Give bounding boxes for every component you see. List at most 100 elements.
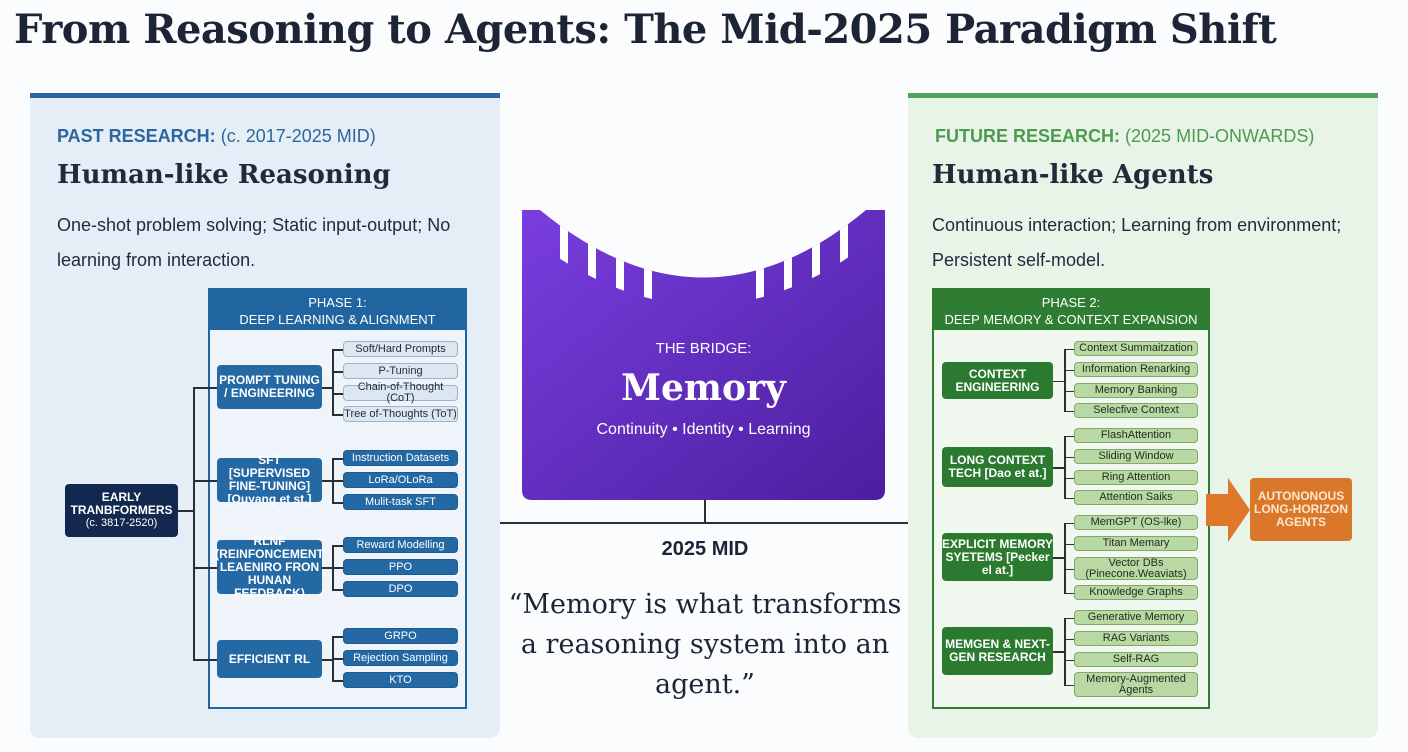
connector-line <box>1064 456 1074 458</box>
bridge-icon <box>522 210 885 500</box>
phase-2-header: PHASE 2: DEEP MEMORY & CONTEXT EXPANSION <box>934 290 1208 330</box>
connector-line <box>1053 651 1064 653</box>
connector-line <box>332 680 343 682</box>
leaf-item: Selecfive Context <box>1074 403 1198 418</box>
connector-line <box>1064 617 1066 685</box>
connector-line <box>322 480 332 482</box>
past-era-heading: PAST RESEARCH: (c. 2017-2025 MID) <box>57 126 376 147</box>
leaf-item: KTO <box>343 672 458 688</box>
connector-line <box>1064 592 1074 594</box>
phase-1-label: PHASE 1: <box>308 295 367 310</box>
connector-line <box>332 545 343 547</box>
connector-line <box>1064 435 1074 437</box>
connector-line <box>193 567 217 569</box>
category-node: PROMPT TUNING / ENGINEERING <box>217 365 322 409</box>
connector-line <box>332 589 343 591</box>
memory-quote: “Memory is what transforms a reasoning s… <box>508 589 902 700</box>
connector-line <box>178 510 193 512</box>
leaf-item: GRPO <box>343 628 458 644</box>
connector-line <box>322 659 332 661</box>
leaf-item: Tree of-Thoughts (ToT) <box>343 406 458 422</box>
connector-line <box>1064 410 1074 412</box>
leaf-item: DPO <box>343 581 458 597</box>
leaf-item: Soft/Hard Prompts <box>343 341 458 357</box>
timeline-label: 2025 MID <box>661 538 749 560</box>
connector-line <box>1064 477 1074 479</box>
timeline-line <box>500 522 908 524</box>
connector-line <box>1053 380 1064 382</box>
past-title: Human-like Reasoning <box>57 160 391 190</box>
future-description: Continuous interaction; Learning from en… <box>932 215 1342 270</box>
connector-line <box>332 658 343 660</box>
category-node: SFT [SUPERVISED FINE-TUNING] [Ouyang et … <box>217 454 322 506</box>
category-node: EFFICIENT RL <box>217 640 322 678</box>
phase-1-header: PHASE 1: DEEP LEARNING & ALIGNMENT <box>210 290 465 330</box>
leaf-item: Self-RAG <box>1074 652 1198 667</box>
leaf-item: Generative Memory <box>1074 610 1198 625</box>
early-transformers-dates: (c. 3817-2520) <box>85 517 158 529</box>
leaf-item: Reward Modelling <box>343 537 458 553</box>
leaf-item: Memory-Augmented Agents <box>1074 672 1198 697</box>
connector-line <box>1064 659 1074 661</box>
connector-line <box>322 387 332 389</box>
connector-line <box>322 567 332 569</box>
connector-line <box>332 458 343 460</box>
connector-line <box>332 502 343 504</box>
category-node: CONTEXT ENGINEERING <box>942 362 1053 399</box>
category-node: MEMGEN & NEXT-GEN RESEARCH <box>942 627 1053 675</box>
connector-line <box>1053 467 1064 469</box>
connector-line <box>1064 638 1074 640</box>
phase-2-title: DEEP MEMORY & CONTEXT EXPANSION <box>944 312 1198 327</box>
connector-line <box>1064 369 1074 371</box>
connector-line <box>1064 543 1074 545</box>
page-title: From Reasoning to Agents: The Mid-2025 P… <box>14 6 1277 53</box>
leaf-item: P-Tuning <box>343 363 458 379</box>
connector-line <box>332 480 343 482</box>
leaf-item: Titan Memary <box>1074 536 1198 551</box>
connector-line <box>332 349 343 351</box>
connector-line <box>332 393 343 395</box>
connector-line <box>1064 390 1074 392</box>
phase-1-title: DEEP LEARNING & ALIGNMENT <box>239 312 436 327</box>
connector-line <box>193 480 217 482</box>
autonomous-agents-node: AUTONONOUS LONG-HORIZON AGENTS <box>1250 478 1352 541</box>
leaf-item: Chain-of-Thought (CoT) <box>343 382 458 404</box>
leaf-item: Mulit-task SFT <box>343 494 458 510</box>
bridge-content: THE BRIDGE: Memory Continuity • Identity… <box>522 340 885 439</box>
past-era-range: (c. 2017-2025 MID) <box>220 126 376 146</box>
connector-line <box>1053 557 1064 559</box>
connector-line <box>193 659 217 661</box>
leaf-item: Instruction Datasets <box>343 450 458 466</box>
future-era-heading: FUTURE RESEARCH: (2025 MID-ONWARDS) <box>935 126 1314 147</box>
future-title: Human-like Agents <box>932 160 1214 190</box>
early-transformers-label: EARLY TRANBFORMERS <box>70 490 173 517</box>
connector-line <box>1064 684 1074 686</box>
past-era-label: PAST RESEARCH: <box>57 126 216 146</box>
leaf-item: Ring Attention <box>1074 470 1198 485</box>
timeline-tick <box>704 500 706 523</box>
leaf-item: LoRa/OLoRa <box>343 472 458 488</box>
connector-line <box>332 567 343 569</box>
category-node: RLNF (REINFONCEMENT LEAENIRO FRON HUNAN … <box>215 533 324 600</box>
leaf-item: PPO <box>343 559 458 575</box>
early-transformers-node: EARLY TRANBFORMERS (c. 3817-2520) <box>65 484 178 537</box>
leaf-item: Attention Saiks <box>1074 490 1198 505</box>
bridge-title: Memory <box>621 367 786 409</box>
category-node: LONG CONTEXT TECH [Dao et at.] <box>942 447 1053 487</box>
leaf-item: MemGPT (OS-lke) <box>1074 515 1198 530</box>
connector-line <box>1064 568 1074 570</box>
category-node: EXPLICIT MEMORY SYETEMS [Pecker el at.] <box>942 533 1053 581</box>
connector-line <box>193 387 195 659</box>
connector-line <box>1064 522 1066 593</box>
leaf-item: Context Summaitzation <box>1074 341 1198 356</box>
connector-line <box>193 387 217 389</box>
connector-line <box>1064 435 1066 498</box>
connector-line <box>1064 617 1074 619</box>
leaf-item: Information Renarking <box>1074 362 1198 377</box>
connector-line <box>332 414 343 416</box>
connector-line <box>1064 348 1066 411</box>
future-era-label: FUTURE RESEARCH: <box>935 126 1121 146</box>
phase-2-label: PHASE 2: <box>1041 295 1101 310</box>
connector-line <box>332 371 343 373</box>
connector-line <box>1064 348 1074 350</box>
